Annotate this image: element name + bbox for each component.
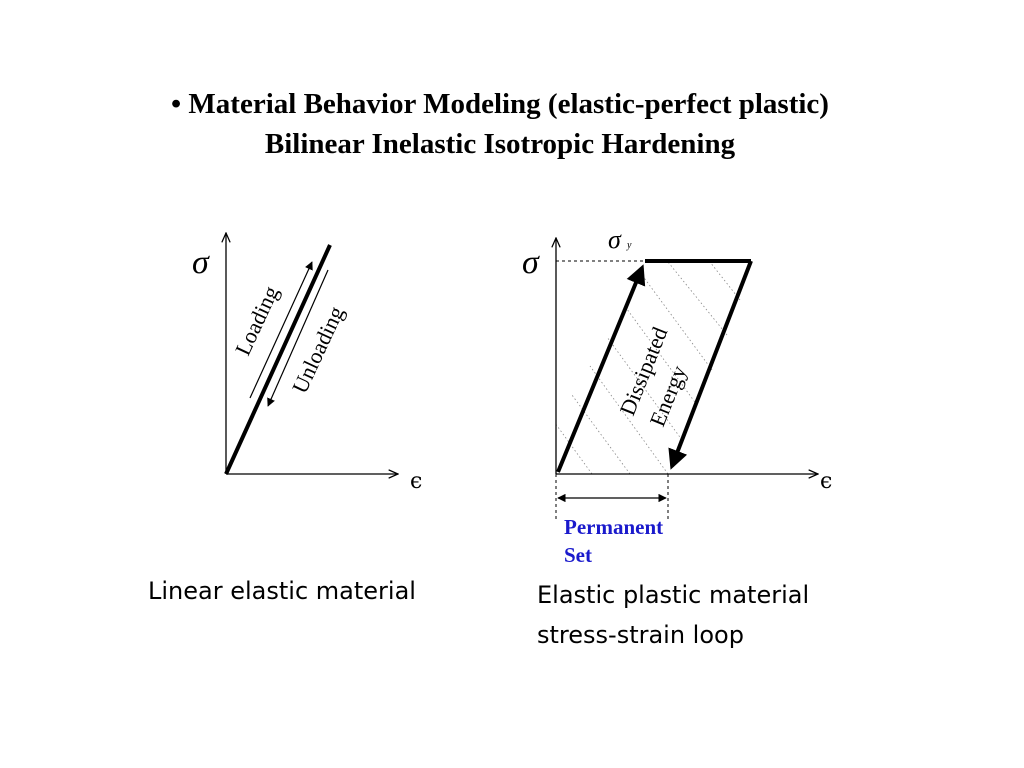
permanent-set-line-1: Permanent: [564, 515, 664, 539]
right-caption-line-2: stress-strain loop: [537, 621, 744, 649]
unloading-arrow: [267, 269, 329, 407]
permanent-set-line-2: Set: [564, 543, 592, 567]
right-epsilon-symbol: ϵ: [820, 469, 832, 494]
loading-label: Loading: [230, 282, 284, 359]
yield-sigma-symbol: σ: [608, 225, 622, 254]
loop-unloading-line: [668, 260, 753, 470]
left-sigma-symbol: σ: [192, 244, 210, 281]
right-diagram: σ ϵ σ y Dissipated Energy: [522, 225, 832, 522]
slide-title: • Material Behavior Modeling (elastic-pe…: [0, 84, 1000, 164]
left-caption: Linear elastic material: [148, 577, 416, 605]
dissipated-hatch: [554, 261, 741, 475]
yield-subscript: y: [626, 240, 632, 251]
title-line-2: Bilinear Inelastic Isotropic Hardening: [264, 128, 736, 160]
elastic-line: [224, 244, 332, 475]
title-line-1: • Material Behavior Modeling (elastic-pe…: [171, 88, 829, 120]
left-diagram: σ ϵ Loading Unloading: [192, 233, 422, 494]
permanent-set-label: Permanent Set: [564, 513, 663, 569]
loading-arrow: [249, 261, 313, 399]
right-sigma-symbol: σ: [522, 244, 540, 281]
loop-loading-line: [556, 264, 646, 473]
right-caption-line-1: Elastic plastic material: [537, 581, 810, 609]
left-epsilon-symbol: ϵ: [410, 469, 422, 494]
right-caption: Elastic plastic material stress-strain l…: [537, 575, 809, 655]
